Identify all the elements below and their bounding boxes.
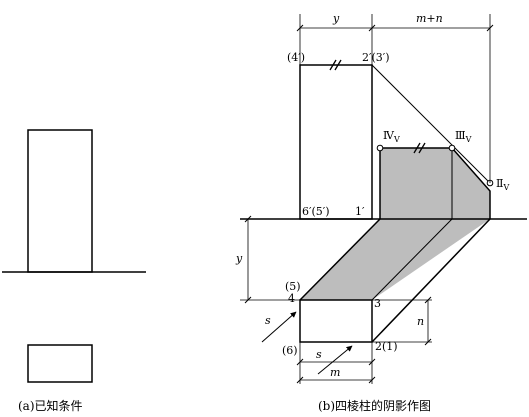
light-direction-arrow-bottom — [317, 345, 353, 375]
tick — [296, 358, 304, 366]
subscript-v: V — [393, 135, 400, 144]
label-6: (6) — [282, 344, 298, 357]
shadow-edge-h-right — [371, 218, 491, 343]
dim-label-s-left: s — [265, 314, 271, 327]
point-iv-v — [376, 144, 384, 152]
top-view-rect-left — [27, 344, 93, 383]
shadow-edge-h-left — [299, 218, 381, 301]
label-3: 3 — [374, 297, 381, 310]
parallel-mark-shadow — [418, 142, 426, 154]
tick — [486, 24, 494, 32]
shadow-edge-h-inner — [371, 218, 453, 301]
label-4-prime: (4′) — [287, 51, 305, 64]
parallel-mark-top — [329, 59, 337, 71]
label-2-prime-3-prime: 2′(3′) — [362, 51, 390, 64]
prism-front-view — [299, 64, 373, 220]
light-direction-arrow-left — [261, 311, 297, 343]
subscript-v: V — [502, 183, 509, 192]
parallel-mark-shadow — [413, 142, 421, 154]
tick — [424, 296, 432, 304]
label-roman-iii-v: ⅢV — [455, 129, 472, 144]
roman-iv: Ⅳ — [383, 129, 395, 142]
label-roman-iv-v: ⅣV — [383, 129, 400, 144]
light-ray — [371, 64, 491, 184]
dim-label-m-plus-n: m+n — [416, 12, 443, 25]
tick — [296, 24, 304, 32]
label-6-prime-5-prime: 6′(5′) — [302, 205, 330, 218]
roman-iii: Ⅲ — [455, 129, 466, 142]
roman-ii: Ⅱ — [496, 177, 503, 190]
parallel-mark-top — [334, 59, 342, 71]
shadow-construction-figure: (4′) 2′(3′) 6′(5′) 1′ (5) 4 3 (6) 2(1) Ⅳ… — [235, 12, 527, 384]
caption-right: (b)四棱柱的阴影作图 — [318, 398, 431, 413]
tick — [368, 358, 376, 366]
tick — [296, 376, 304, 384]
caption-left: (a)已知条件 — [18, 399, 83, 413]
front-view-rect-left — [27, 129, 93, 273]
dim-label-y-left: y — [235, 252, 243, 265]
dim-label-m: m — [330, 366, 340, 379]
tick — [244, 296, 252, 304]
tick — [424, 338, 432, 346]
tick — [244, 215, 252, 223]
label-2-1: 2(1) — [375, 340, 398, 353]
subscript-v: V — [465, 135, 472, 144]
label-roman-ii-v: ⅡV — [496, 177, 509, 192]
prism-top-view — [299, 299, 373, 343]
given-conditions-figure — [2, 129, 146, 383]
label-5: (5) — [285, 280, 301, 293]
shadow-on-h-plane — [300, 219, 490, 300]
dim-label-n: n — [417, 315, 424, 328]
label-4: 4 — [288, 292, 295, 305]
dim-label-s-bottom: s — [316, 348, 322, 361]
dim-label-y-top: y — [332, 12, 340, 25]
point-iii-v — [448, 144, 456, 152]
shadow-on-v-plane — [380, 148, 490, 219]
tick — [368, 24, 376, 32]
tick — [368, 376, 376, 384]
label-1-prime: 1′ — [355, 205, 365, 218]
